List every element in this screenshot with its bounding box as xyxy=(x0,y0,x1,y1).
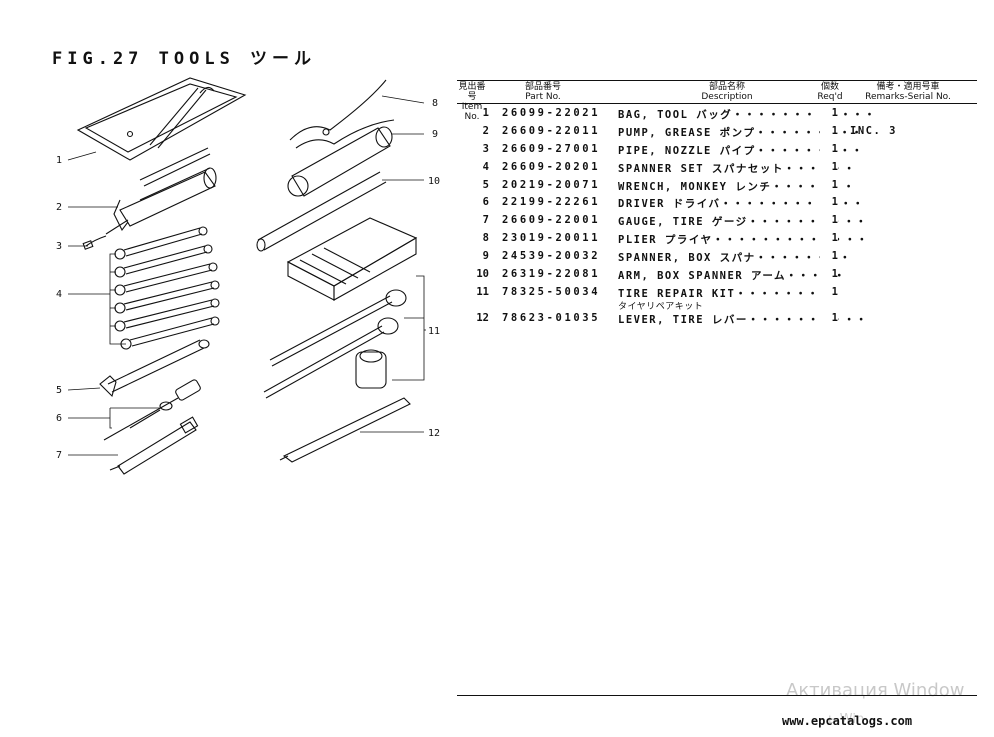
callout-7: 7 xyxy=(56,450,62,461)
callout-2: 2 xyxy=(56,202,62,213)
callout-1: 1 xyxy=(56,155,62,166)
nozzle-pipe-illustration xyxy=(82,235,107,250)
description-subtitle: タイヤリペアキット xyxy=(618,301,704,312)
tool-bag-illustration xyxy=(76,77,247,161)
tire-lever-illustration xyxy=(279,397,411,463)
site-footer-link[interactable]: www.epcatalogs.com xyxy=(782,714,913,728)
spanner-set-illustration xyxy=(114,226,220,350)
callout-12: 12 xyxy=(428,428,440,439)
footer-rule xyxy=(457,695,977,696)
callout-5: 5 xyxy=(56,385,62,396)
callout-4: 4 xyxy=(56,289,62,300)
driver-illustration xyxy=(103,379,201,441)
tire-repair-kit-illustration xyxy=(263,217,418,399)
monkey-wrench-illustration xyxy=(99,339,210,398)
plier-illustration xyxy=(289,79,395,149)
callout-10: 10 xyxy=(428,176,440,187)
tire-gauge-illustration xyxy=(109,416,199,475)
activation-watermark-sub: ь Win xyxy=(828,712,865,727)
box-spanner-illustration xyxy=(287,126,393,197)
callout-11: 11 xyxy=(428,326,440,337)
callout-3: 3 xyxy=(56,241,62,252)
activation-watermark: Активация Window xyxy=(786,680,965,701)
callout-9: 9 xyxy=(432,129,438,140)
callout-6: 6 xyxy=(56,413,62,424)
figure-title: FIG.27 TOOLS ツール xyxy=(52,49,317,69)
arm-box-spanner-illustration xyxy=(256,171,387,252)
grease-pump-illustration xyxy=(105,167,217,235)
callout-8: 8 xyxy=(432,98,438,109)
